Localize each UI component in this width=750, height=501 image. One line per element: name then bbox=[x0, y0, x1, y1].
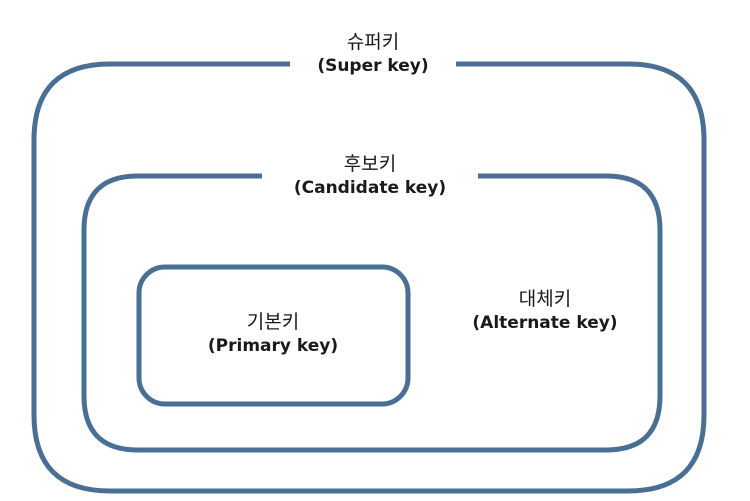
primary-key-english: (Primary key) bbox=[207, 335, 339, 356]
primary-key-frame bbox=[136, 264, 411, 407]
super-key-frame bbox=[31, 61, 707, 494]
candidate-key-frame bbox=[81, 173, 663, 453]
primary-key-korean: 기본키 bbox=[246, 311, 300, 333]
candidate-key-english: (Candidate key) bbox=[293, 177, 447, 198]
alternate-key-korean: 대체키 bbox=[518, 288, 572, 310]
super-key-english: (Super key) bbox=[317, 55, 429, 76]
alternate-key-label: 대체키 (Alternate key) bbox=[458, 287, 632, 334]
super-key-label: 슈퍼키 (Super key) bbox=[290, 30, 456, 77]
alternate-key-english: (Alternate key) bbox=[472, 312, 618, 333]
candidate-key-label: 후보키 (Candidate key) bbox=[262, 152, 478, 199]
super-key-korean: 슈퍼키 bbox=[346, 31, 400, 53]
primary-key-label: 기본키 (Primary key) bbox=[180, 310, 366, 357]
candidate-key-korean: 후보키 bbox=[343, 153, 397, 175]
